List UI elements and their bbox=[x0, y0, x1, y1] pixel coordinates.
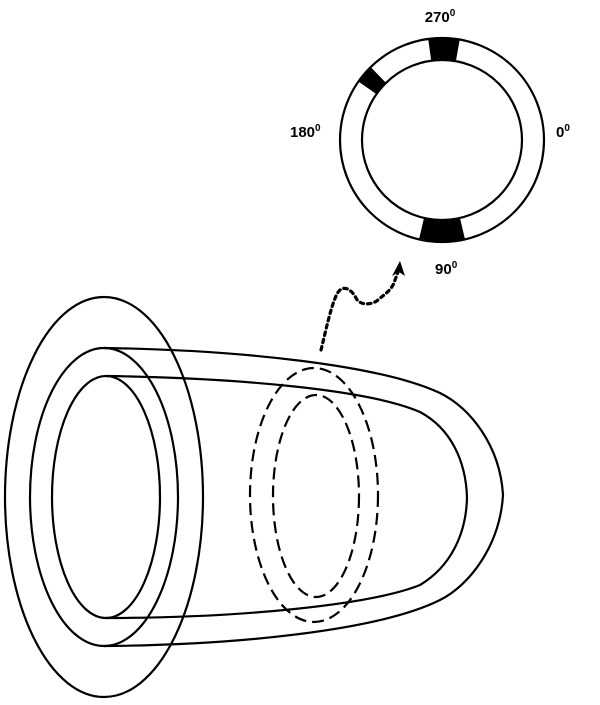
cone-body bbox=[3, 295, 505, 699]
label-90-degree: 0 bbox=[452, 260, 458, 271]
inner-shell-profile bbox=[105, 374, 469, 620]
section-outer-dashed bbox=[248, 366, 380, 624]
label-0-value: 0 bbox=[556, 124, 564, 141]
label-270: 2700 bbox=[425, 8, 456, 26]
label-0: 00 bbox=[556, 123, 570, 141]
label-270-degree: 0 bbox=[450, 8, 456, 19]
ring-inner-circle bbox=[360, 58, 524, 222]
marker-90 bbox=[419, 218, 465, 243]
marker-upper-left bbox=[358, 67, 386, 95]
squiggle-arrow bbox=[319, 261, 405, 352]
marker-270 bbox=[428, 37, 460, 62]
label-90: 900 bbox=[435, 260, 458, 278]
label-0-degree: 0 bbox=[564, 123, 570, 134]
label-180-degree: 0 bbox=[315, 123, 321, 134]
inner-wall-opening bbox=[50, 374, 162, 620]
label-180: 1800 bbox=[290, 123, 321, 141]
label-180-value: 180 bbox=[290, 124, 315, 141]
outer-shell-profile bbox=[103, 346, 505, 648]
label-270-value: 270 bbox=[425, 9, 450, 26]
label-90-value: 90 bbox=[435, 261, 452, 278]
section-plane bbox=[248, 366, 380, 624]
ring-markers bbox=[358, 37, 465, 243]
squiggle-line bbox=[319, 270, 400, 352]
arrowhead bbox=[392, 261, 405, 276]
section-inner-dashed bbox=[271, 393, 361, 599]
flange-ellipse bbox=[3, 295, 205, 699]
